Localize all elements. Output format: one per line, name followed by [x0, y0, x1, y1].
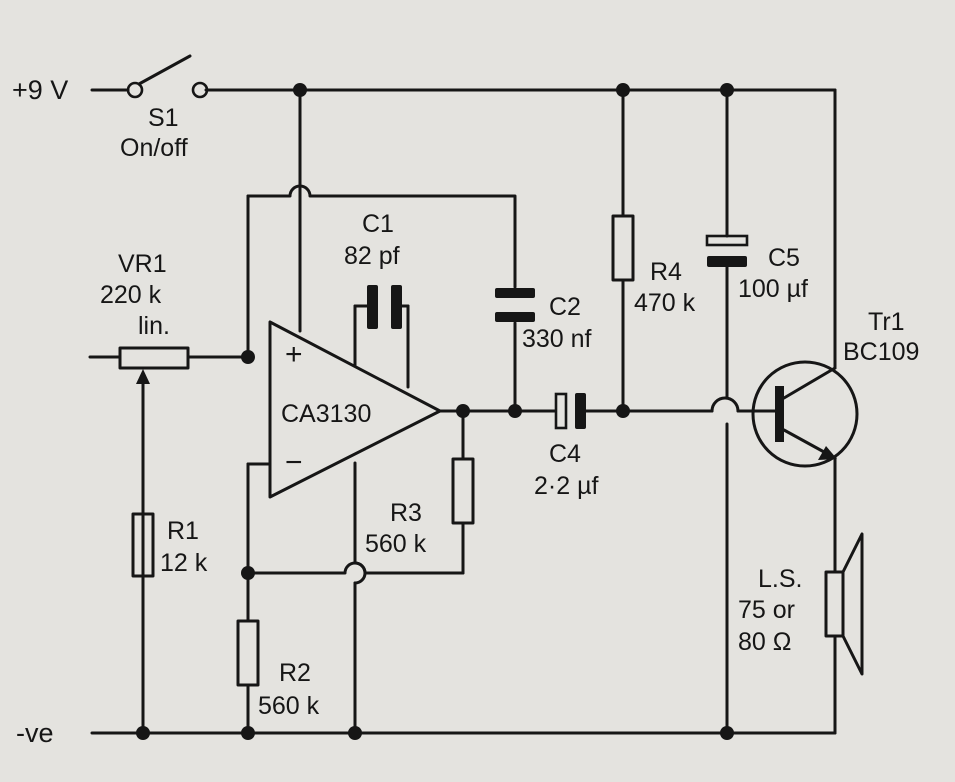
supply-rail — [90, 88, 837, 370]
tr1-ref-label: Tr1 — [868, 308, 905, 336]
vr1-law-label: lin. — [138, 312, 170, 340]
r2-value-label: 560 k — [258, 692, 320, 720]
capacitor-c5 — [705, 88, 749, 735]
capacitor-c2 — [495, 288, 535, 322]
c5-ref-label: C5 — [768, 244, 800, 272]
r2-ref-label: R2 — [279, 659, 311, 687]
r1-value-label: 12 k — [160, 549, 208, 577]
vr1-value-label: 220 k — [100, 281, 162, 309]
junction-dots — [136, 83, 734, 740]
tr1-part-label: BC109 — [843, 338, 919, 366]
potentiometer-vr1 — [88, 346, 250, 735]
ground-rail — [90, 656, 837, 735]
r4-value-label: 470 k — [634, 289, 696, 317]
opamp-minus-sign: − — [285, 446, 303, 479]
ls-ref-label: L.S. — [758, 565, 802, 593]
r3-value-label: 560 k — [365, 530, 427, 558]
s1-desc-label: On/off — [120, 134, 188, 162]
c1-ref-label: C1 — [362, 210, 394, 238]
c4-value-label: 2·2 µf — [534, 472, 598, 500]
r3-ref-label: R3 — [390, 499, 422, 527]
r1-ref-label: R1 — [167, 517, 199, 545]
ls-value-line1-label: 75 or — [738, 596, 795, 624]
c2-ref-label: C2 — [549, 293, 581, 321]
resistor-r1 — [131, 512, 155, 578]
output-wiring — [246, 409, 557, 735]
vr1-ref-label: VR1 — [118, 250, 167, 278]
resistor-r4 — [611, 88, 635, 413]
supply-label: +9 V — [12, 75, 68, 105]
resistor-r2 — [236, 619, 260, 687]
c2-value-label: 330 nf — [522, 325, 592, 353]
ground-label: -ve — [16, 718, 54, 748]
capacitor-c4 — [554, 392, 782, 430]
c4-ref-label: C4 — [549, 440, 581, 468]
c1-value-label: 82 pf — [344, 242, 400, 270]
switch-s1 — [126, 54, 209, 99]
capacitor-c1 — [353, 285, 410, 389]
c5-value-label: 100 µf — [738, 275, 808, 303]
opamp-plus-sign: + — [285, 338, 303, 371]
s1-ref-label: S1 — [148, 104, 179, 132]
transistor-tr1 — [751, 360, 859, 468]
r4-ref-label: R4 — [650, 258, 682, 286]
ls-value-line2-label: 80 Ω — [738, 628, 791, 656]
ic-part-label: CA3130 — [281, 400, 371, 428]
loudspeaker-ls — [824, 456, 864, 676]
opamp-power-wires — [298, 88, 367, 735]
